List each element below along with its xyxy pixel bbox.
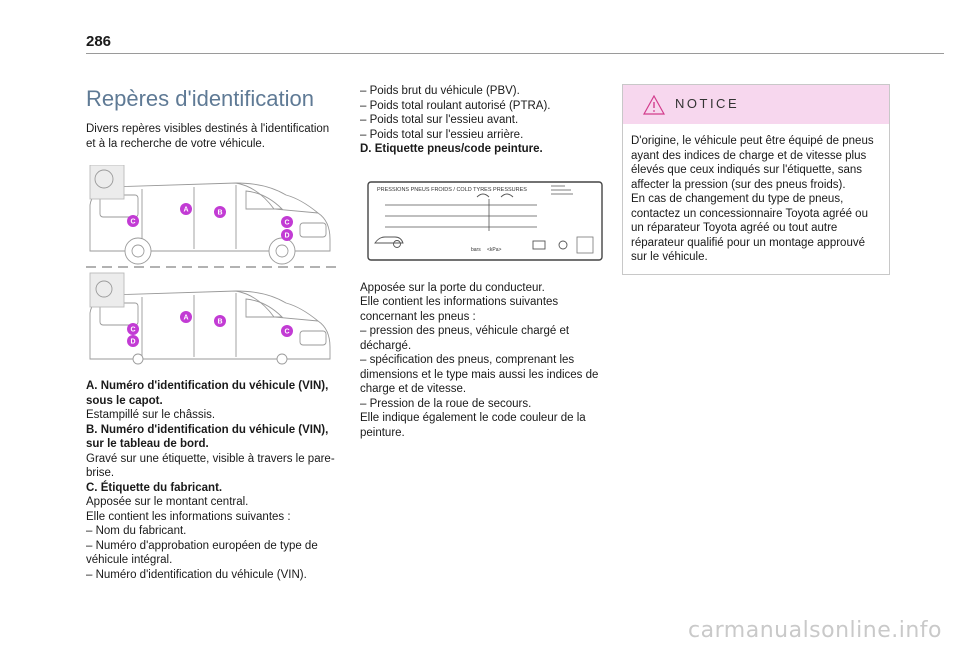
list-item: – Poids total sur l'essieu arrière. xyxy=(360,128,524,141)
section-title: Repères d'identification xyxy=(86,86,315,111)
marker-d-bottom: D xyxy=(130,339,135,346)
notice-paragraph: En cas de changement du type de pneus, c… xyxy=(631,193,868,263)
marker-a-top: A xyxy=(183,207,188,214)
label-unit: bars xyxy=(471,247,481,253)
page-number: 286 xyxy=(86,33,112,50)
marker-b-bottom: B xyxy=(217,319,222,326)
list-item: – Poids total sur l'essieu avant. xyxy=(360,114,519,126)
list-item: – Numéro d'approbation européen de type … xyxy=(86,539,318,567)
list-item: – Poids brut du véhicule (PBV). xyxy=(360,85,520,97)
header-rule xyxy=(86,53,944,54)
marker-a-bottom: A xyxy=(183,315,188,322)
marker-d-top: D xyxy=(284,233,289,240)
tyre-pressure-label-figure: PRESSIONS PNEUS FROIDS / COLD TYRES PRES… xyxy=(367,180,603,261)
vehicle-location-figure: A B C C D A B C D C xyxy=(86,165,336,365)
list-item: – Pression de la roue de secours. xyxy=(360,397,532,410)
notice-paragraph: D'origine, le véhicule peut être équipé … xyxy=(631,135,874,191)
marker-c-bottom-left: C xyxy=(130,327,135,334)
list-item: – pression des pneus, véhicule chargé et… xyxy=(360,325,570,352)
list-item: – Numéro d'identification du véhicule (V… xyxy=(86,568,307,581)
tyre-label-illustration: PRESSIONS PNEUS FROIDS / COLD TYRES PRES… xyxy=(367,180,603,261)
marker-b-top: B xyxy=(217,210,222,217)
list-item: – Nom du fabricant. xyxy=(86,525,187,537)
item-b-heading: B. Numéro d'identification du véhicule (… xyxy=(86,423,329,451)
label-intro: Elle contient les informations suivantes… xyxy=(360,296,559,323)
column-notice: NOTICE D'origine, le véhicule peut être … xyxy=(622,84,890,275)
marker-c-bottom-right: C xyxy=(284,329,289,336)
warning-triangle-icon xyxy=(643,94,665,115)
item-b-body: Gravé sur une étiquette, visible à trave… xyxy=(86,452,335,480)
list-item: – spécification des pneus, comprenant le… xyxy=(360,354,599,395)
item-d-heading: D. Etiquette pneus/code peinture. xyxy=(360,143,543,155)
label-location: Apposée sur la porte du conducteur. xyxy=(360,281,545,294)
item-c-intro: Elle contient les informations suivantes… xyxy=(86,510,291,523)
item-c-body: Apposée sur le montant central. xyxy=(86,496,249,508)
item-c-heading: C. Étiquette du fabricant. xyxy=(86,481,223,494)
vehicle-illustration: A B C C D A B C D C xyxy=(86,165,336,365)
marker-c-top-left: C xyxy=(130,219,135,226)
notice-header: NOTICE xyxy=(623,85,889,124)
notice-body: D'origine, le véhicule peut être équipé … xyxy=(623,124,889,274)
watermark: carmanualsonline.info xyxy=(688,618,942,643)
item-a-heading: A. Numéro d'identification du véhicule (… xyxy=(86,380,329,407)
column-identification: Repères d'identification Divers repères … xyxy=(86,84,341,582)
item-a-body: Estampillé sur le châssis. xyxy=(86,409,216,421)
notice-title: NOTICE xyxy=(675,96,740,112)
label-paint-code: Elle indique également le code couleur d… xyxy=(360,412,586,439)
marker-c-top-right: C xyxy=(284,220,289,227)
list-item: – Poids total roulant autorisé (PTRA). xyxy=(360,99,551,112)
label-header: PRESSIONS PNEUS FROIDS / COLD TYRES PRES… xyxy=(377,187,527,193)
notice-box: NOTICE D'origine, le véhicule peut être … xyxy=(622,84,890,275)
intro-text: Divers repères visibles destinés à l'ide… xyxy=(86,123,330,150)
label-unit-kpa: <kPa> xyxy=(487,247,502,253)
column-labels: – Poids brut du véhicule (PBV). – Poids … xyxy=(360,84,610,440)
